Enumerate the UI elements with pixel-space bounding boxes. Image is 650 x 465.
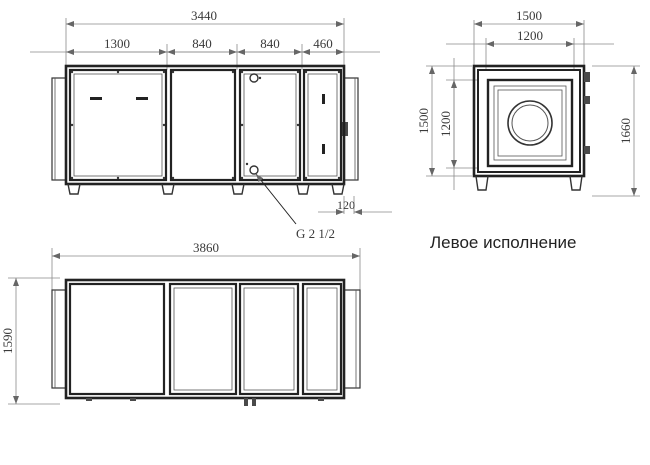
dim-section-2: 840	[192, 36, 212, 51]
pipe-thread-callout: G 2 1/2	[296, 226, 335, 241]
bottom-left-duct	[51, 289, 67, 389]
pipe-connection-icon	[249, 165, 259, 175]
panel-bolts	[70, 70, 341, 180]
panel-section-3	[238, 68, 302, 182]
side-foot	[569, 175, 583, 191]
side-view: 1500 1200 1500 1200 1660	[416, 8, 640, 252]
bottom-edge-details	[86, 398, 324, 406]
dim-bottom-length: 3860	[193, 240, 219, 255]
side-foot	[475, 175, 489, 191]
panel-section-1	[68, 68, 168, 182]
configuration-caption: Левое исполнение	[430, 233, 576, 252]
panel-section-4	[302, 68, 343, 182]
dim-side-left-outer: 1500	[416, 108, 431, 134]
left-duct-connection	[51, 77, 67, 181]
handle-icon	[90, 97, 102, 100]
handle-icon	[136, 97, 148, 100]
bottom-view-dimensions: 3860 1590	[0, 240, 361, 405]
dim-overall-length: 3440	[191, 8, 217, 23]
dim-bottom-width: 1590	[0, 328, 15, 354]
panel-section-2	[169, 68, 237, 182]
bottom-right-duct	[343, 289, 361, 389]
dim-section-4: 460	[313, 36, 333, 51]
bottom-panel-4	[301, 282, 343, 396]
bottom-unit-frame	[64, 278, 346, 400]
dim-side-left-inner: 1200	[438, 111, 453, 137]
handle-icon	[322, 94, 325, 104]
bottom-panel-2	[168, 282, 238, 396]
dim-section-3: 840	[260, 36, 280, 51]
callout-leader	[255, 173, 297, 225]
side-view-dimensions: 1500 1200 1500 1200 1660	[416, 8, 640, 197]
bottom-view: 3860 1590	[0, 240, 361, 406]
support-feet	[67, 183, 345, 195]
dim-side-width: 1500	[516, 8, 542, 23]
top-view: 3440 1300 840 840 460 120	[30, 8, 392, 241]
dim-side-height: 1660	[618, 118, 633, 144]
bottom-panel-1	[68, 282, 166, 396]
fan-inlet-icon	[511, 104, 549, 142]
bottom-panel-3	[238, 282, 300, 396]
unit-frame	[64, 64, 346, 186]
dim-offset: 120	[337, 198, 355, 212]
pipe-connection-icon	[249, 73, 259, 83]
side-housing	[472, 64, 586, 178]
dim-section-1: 1300	[104, 36, 130, 51]
dim-side-inner-width: 1200	[517, 28, 543, 43]
top-view-dimensions: 3440 1300 840 840 460 120	[30, 8, 392, 215]
handle-icon	[322, 144, 325, 154]
